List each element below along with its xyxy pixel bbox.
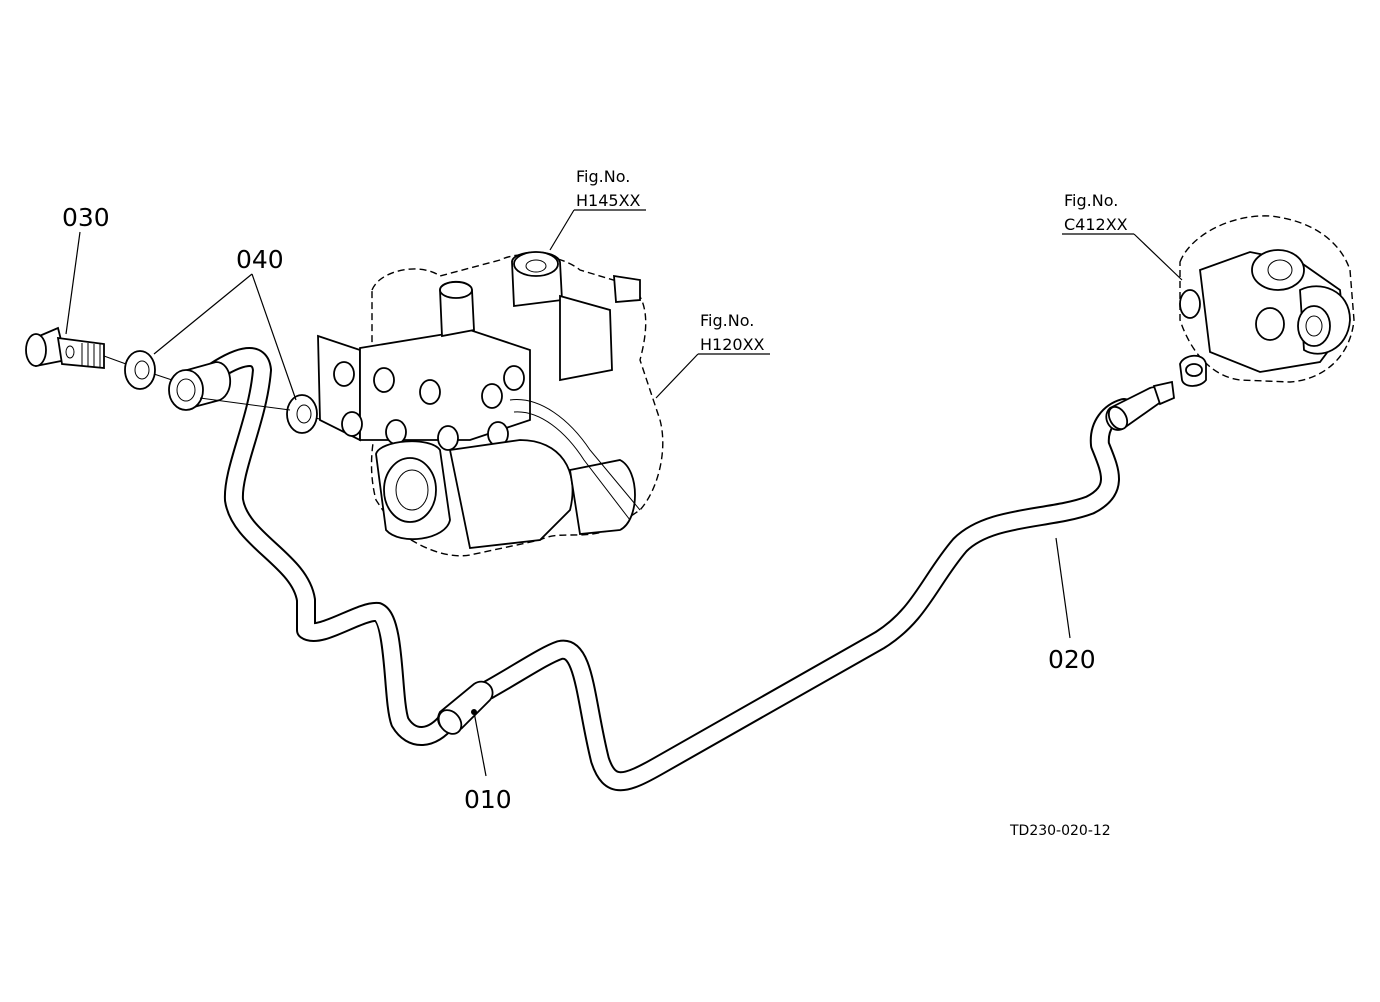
- figref-h120-label: Fig.No.: [700, 311, 754, 330]
- fuel-pipe: [168, 347, 1175, 792]
- leader-lines: [65, 209, 1183, 777]
- figref-h120-code: H120XX: [700, 335, 765, 354]
- pipe-clamp: [437, 680, 494, 735]
- callout-030: 030: [62, 203, 110, 232]
- figref-h145-code: H145XX: [576, 191, 641, 210]
- callout-040: 040: [236, 245, 284, 274]
- fuel-filter-unit: [1179, 215, 1355, 387]
- pump-bolts: [333, 361, 525, 451]
- pipe-end-nut: [1105, 380, 1175, 431]
- callout-020: 020: [1048, 645, 1096, 674]
- figref-h145-label: Fig.No.: [576, 167, 630, 186]
- drawing-code: TD230-020-12: [1009, 823, 1111, 839]
- hydraulic-pump-assembly: [317, 251, 664, 557]
- callout-010: 010: [464, 785, 512, 814]
- sealing-washer-right: [286, 394, 318, 434]
- banjo-bolt: [25, 326, 105, 369]
- figref-c412-code: C412XX: [1064, 215, 1128, 234]
- pipe-eye-fitting: [168, 361, 232, 411]
- figref-c412-label: Fig.No.: [1064, 191, 1118, 210]
- sealing-washer-left: [124, 350, 156, 390]
